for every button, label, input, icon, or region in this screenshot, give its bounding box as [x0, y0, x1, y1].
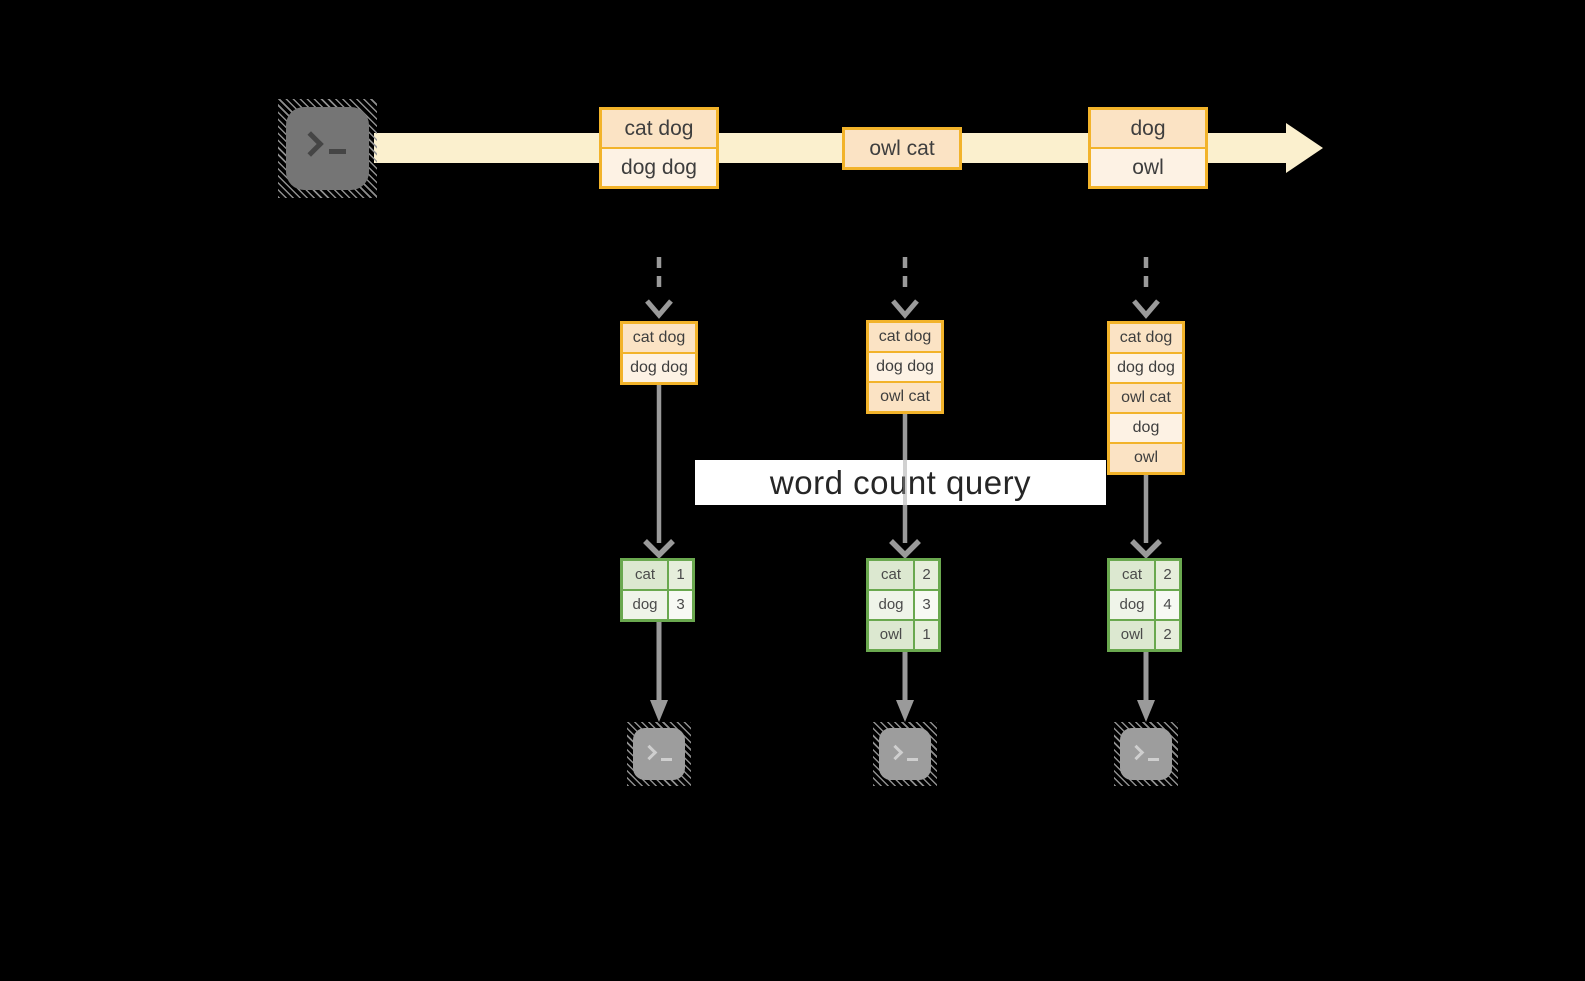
buffered-record: owl cat: [1110, 384, 1182, 412]
buffered-record: dog dog: [1110, 354, 1182, 382]
terminal-screen: [633, 728, 685, 780]
count-cell: 3: [669, 591, 692, 619]
buffered-record: dog dog: [623, 354, 695, 382]
cursor-bar-icon: [1148, 757, 1159, 762]
count-cell: 2: [1156, 561, 1179, 589]
chevron-right-icon: [887, 744, 904, 761]
buffered-record: owl: [1110, 444, 1182, 472]
buffer-stack-2: cat dog dog dog owl cat: [866, 320, 944, 414]
buffered-record: dog: [1110, 414, 1182, 442]
count-table-1: cat 1 dog 3: [620, 558, 695, 622]
buffered-record: cat dog: [623, 324, 695, 352]
dashed-arrow-down-icon: [1132, 257, 1160, 319]
count-table-3: cat 2 dog 4 owl 2: [1107, 558, 1182, 652]
buffered-record: cat dog: [869, 323, 941, 351]
buffered-record: cat dog: [1110, 324, 1182, 352]
count-cell: 2: [915, 561, 938, 589]
count-cell: 4: [1156, 591, 1179, 619]
output-arrow-down-icon: [650, 622, 668, 722]
cursor-bar-icon: [661, 757, 672, 762]
cursor-bar-icon: [907, 757, 918, 762]
record: dog: [1091, 110, 1205, 147]
buffer-stack-3: cat dog dog dog owl cat dog owl: [1107, 321, 1185, 475]
consumer-terminal-icon: [873, 722, 937, 786]
count-cell: 2: [1156, 621, 1179, 649]
count-cell: 1: [669, 561, 692, 589]
count-table-2: cat 2 dog 3 owl 1: [866, 558, 941, 652]
prompt-icon: [298, 131, 346, 157]
word-cell: cat: [1110, 561, 1154, 589]
consumer-terminal-icon: [1114, 722, 1178, 786]
word-cell: dog: [623, 591, 667, 619]
chevron-right-icon: [1128, 744, 1145, 761]
query-label: word count query: [769, 463, 1032, 501]
word-cell: cat: [869, 561, 913, 589]
cursor-bar-icon: [329, 148, 346, 154]
record: owl cat: [845, 130, 959, 167]
buffer-stack-1: cat dog dog dog: [620, 321, 698, 385]
consumer-terminal-icon: [627, 722, 691, 786]
dashed-arrow-down-icon: [891, 257, 919, 319]
word-cell: dog: [869, 591, 913, 619]
arrow-through-banner: [903, 460, 907, 505]
stream-record-batch-1: cat dog dog dog: [599, 107, 719, 189]
solid-arrow-down-icon: [1130, 475, 1162, 558]
record: cat dog: [602, 110, 716, 147]
buffered-record: dog dog: [869, 353, 941, 381]
terminal-screen: [286, 107, 369, 190]
prompt-icon: [887, 744, 918, 762]
count-cell: 3: [915, 591, 938, 619]
buffered-record: owl cat: [869, 383, 941, 411]
query-banner: word count query: [695, 460, 1106, 505]
record: dog dog: [602, 149, 716, 186]
stream-record-batch-3: dog owl: [1088, 107, 1208, 189]
prompt-icon: [1128, 744, 1159, 762]
output-arrow-down-icon: [896, 652, 914, 722]
stream-record-batch-2: owl cat: [842, 127, 962, 170]
word-cell: dog: [1110, 591, 1154, 619]
terminal-screen: [1120, 728, 1172, 780]
prompt-icon: [641, 744, 672, 762]
producer-terminal-icon: [278, 99, 377, 198]
record: owl: [1091, 149, 1205, 186]
chevron-right-icon: [298, 131, 324, 157]
terminal-screen: [879, 728, 931, 780]
solid-arrow-down-icon: [643, 385, 675, 558]
stream-arrowhead-icon: [1286, 123, 1323, 173]
word-cell: owl: [1110, 621, 1154, 649]
word-cell: owl: [869, 621, 913, 649]
dashed-arrow-down-icon: [645, 257, 673, 319]
chevron-right-icon: [641, 744, 658, 761]
count-cell: 1: [915, 621, 938, 649]
word-cell: cat: [623, 561, 667, 589]
output-arrow-down-icon: [1137, 652, 1155, 722]
